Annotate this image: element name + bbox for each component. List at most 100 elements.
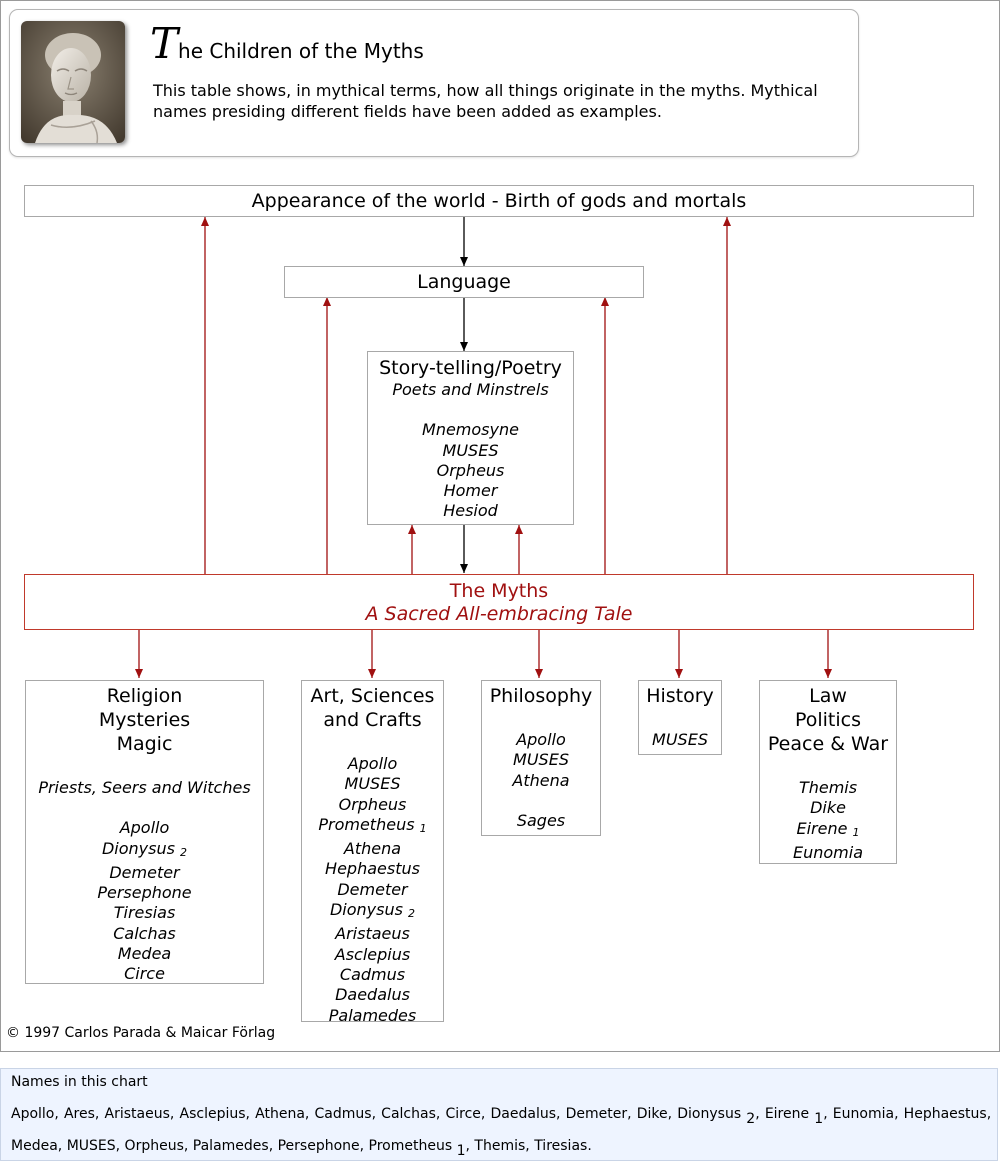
name-index: 1 (814, 1111, 824, 1127)
philosophy-sages: Sages (516, 810, 566, 830)
storytelling-heading: Story-telling/Poetry (379, 357, 562, 379)
name-index: 2 (746, 1111, 756, 1127)
philosophy-name: Athena (512, 770, 570, 790)
religion-heading: Mysteries (98, 709, 191, 731)
law-name: Dike (810, 798, 846, 818)
history-name: MUSES (652, 730, 708, 749)
storytelling-subtitle: Poets and Minstrels (392, 380, 549, 399)
language-box: Language (284, 266, 644, 298)
religion-name-index: 2 (180, 845, 188, 859)
arts-name-index: 1 (419, 821, 427, 835)
religion-name: Persephone (97, 883, 192, 903)
myths-title: The Myths (449, 580, 549, 602)
names-panel: Names in this chart Apollo, Ares, Arista… (0, 1068, 998, 1161)
language-label: Language (417, 271, 511, 293)
name-link[interactable]: Themis (474, 1138, 526, 1154)
name-link[interactable]: Persephone (277, 1138, 360, 1154)
copyright-text: © 1997 Carlos Parada & Maicar Förlag (6, 1025, 276, 1041)
law-name: Eirene (796, 818, 848, 838)
storytelling-name: MUSES (442, 440, 499, 460)
myths-subtitle: A Sacred All-embracing Tale (365, 603, 633, 625)
law-name: Themis (798, 778, 858, 797)
name-link[interactable]: Eirene (764, 1106, 810, 1122)
name-link[interactable]: Eunomia (832, 1106, 895, 1122)
diagram-arrows (135, 217, 832, 678)
arts-name: Palamedes (328, 1005, 417, 1025)
name-index: 1 (456, 1143, 466, 1159)
name-link[interactable]: Prometheus (368, 1138, 453, 1154)
religion-name: Calchas (113, 923, 176, 943)
name-link[interactable]: Daedalus (490, 1106, 557, 1122)
arts-name: Orpheus (338, 794, 407, 814)
arts-name: Apollo (347, 754, 398, 773)
philosophy-box: Philosophy Apollo MUSES Athena Sages (481, 680, 601, 836)
name-link[interactable]: Asclepius (179, 1106, 246, 1122)
arts-name: Prometheus (318, 814, 415, 834)
history-box: History MUSES (638, 680, 722, 755)
arts-name: Asclepius (334, 944, 411, 964)
arts-name: Demeter (337, 879, 408, 899)
names-panel-label: Names in this chart (11, 1074, 148, 1090)
header-panel: The Children of the Myths This table sho… (9, 9, 859, 157)
philosophy-name: MUSES (513, 750, 569, 770)
religion-name: Tiresias (113, 903, 176, 923)
names-list: Apollo, Ares, Aristaeus, Asclepius, Athe… (11, 1106, 992, 1159)
religion-name: Medea (117, 944, 172, 964)
intro-text: This table shows, in mythical terms, how… (153, 81, 818, 121)
history-heading: History (646, 685, 714, 707)
religion-box: Religion Mysteries Magic Priests, Seers … (25, 680, 264, 984)
philosophy-name: Apollo (516, 730, 566, 749)
storytelling-name: Mnemosyne (422, 420, 519, 440)
name-link[interactable]: Dionysus (677, 1106, 742, 1122)
statue-portrait-image (21, 21, 125, 143)
name-link[interactable]: Cadmus (314, 1106, 372, 1122)
name-link[interactable]: Hephaestus (903, 1106, 987, 1122)
arts-name-index: 2 (408, 907, 416, 921)
law-name: Eunomia (792, 842, 863, 862)
religion-subtitle: Priests, Seers and Witches (38, 778, 251, 797)
arts-name: MUSES (344, 774, 401, 794)
title-initial: T (150, 19, 179, 68)
title-text: he Children of the Myths (178, 39, 424, 63)
law-name-index: 1 (852, 825, 860, 839)
arts-name: Dionysus (329, 900, 403, 920)
arts-name: Aristaeus (335, 924, 410, 944)
arts-heading: Art, Sciences (310, 685, 435, 707)
philosophy-heading: Philosophy (489, 685, 593, 707)
religion-name: Dionysus (101, 838, 175, 858)
law-box: Law Politics Peace & War Themis Dike Eir… (759, 680, 897, 864)
storytelling-name: Orpheus (436, 460, 505, 480)
religion-name: Demeter (109, 862, 180, 882)
arts-box: Art, Sciences and Crafts Apollo MUSES Or… (301, 680, 444, 1025)
religion-name: Apollo (119, 818, 170, 838)
name-link[interactable]: Athena (255, 1106, 305, 1122)
name-link[interactable]: Calchas (381, 1106, 436, 1122)
law-heading: Law (809, 685, 847, 707)
name-link[interactable]: Medea (11, 1138, 58, 1154)
appearance-label: Appearance of the world - Birth of gods … (251, 190, 747, 212)
name-link[interactable]: Circe (445, 1106, 481, 1122)
name-link[interactable]: MUSES (66, 1138, 116, 1154)
arts-name: Hephaestus (325, 859, 420, 879)
name-link[interactable]: Ares (63, 1106, 95, 1122)
arts-name: Athena (343, 839, 402, 859)
arts-name: Cadmus (339, 964, 406, 984)
storytelling-name: Homer (443, 481, 498, 501)
name-link[interactable]: Dike (636, 1106, 668, 1122)
name-link[interactable]: Tiresias (534, 1138, 588, 1154)
religion-name: Circe (124, 964, 165, 984)
arts-name: Daedalus (335, 985, 410, 1005)
myths-box: The Myths A Sacred All-embracing Tale (24, 574, 974, 630)
appearance-box: Appearance of the world - Birth of gods … (24, 185, 974, 217)
page-title: The Children of the Myths (150, 23, 424, 65)
name-link[interactable]: Palamedes (192, 1138, 269, 1154)
name-link[interactable]: Apollo (11, 1106, 55, 1122)
religion-heading: Magic (116, 733, 173, 755)
storytelling-name: Hesiod (443, 501, 498, 521)
name-link[interactable]: Aristaeus (104, 1106, 170, 1122)
name-link[interactable]: Orpheus (124, 1138, 184, 1154)
name-link[interactable]: Demeter (565, 1106, 628, 1122)
law-heading: Politics (794, 709, 862, 731)
storytelling-box: Story-telling/Poetry Poets and Minstrels… (367, 351, 574, 525)
religion-heading: Religion (106, 685, 183, 707)
